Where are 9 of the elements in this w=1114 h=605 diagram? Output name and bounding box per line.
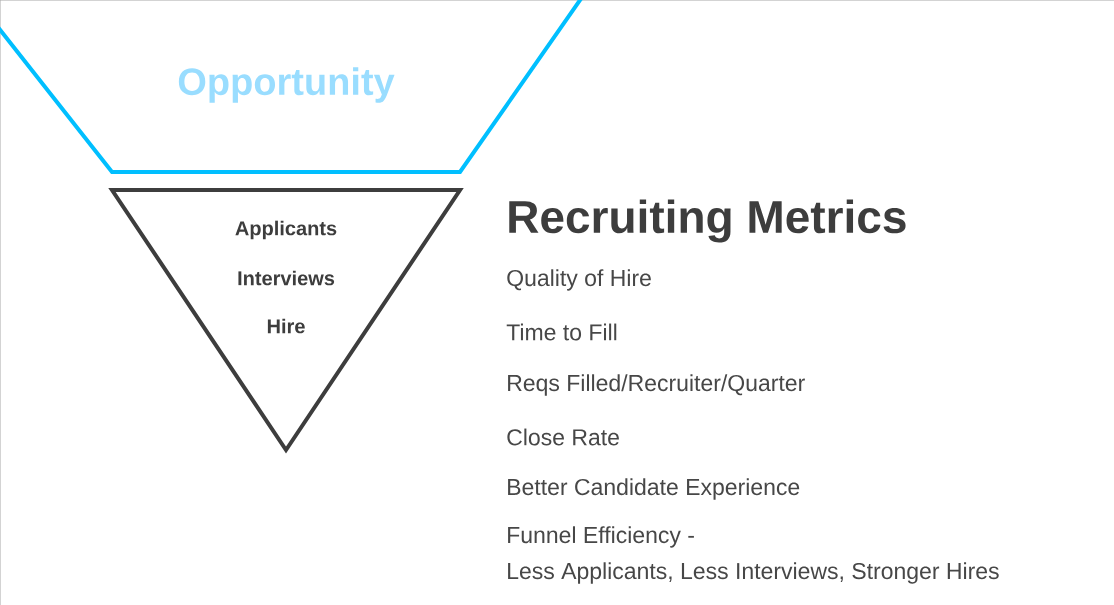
funnel-section: Opportunity	[0, 0, 610, 174]
metric-text: Time to Fill	[506, 323, 617, 341]
metric-text: Quality of Hire	[507, 269, 651, 291]
metric-text: Better Candidate Experience	[508, 478, 800, 500]
heading: Recruiting Metrics	[509, 199, 906, 243]
metric-text: Funnel Efficiency -	[508, 526, 694, 548]
metric-text: Close Rate	[507, 428, 619, 446]
metric-text: Reqs Filled/Recruiter/Quarter	[508, 374, 805, 396]
metric-text: Less Applicants, Less Interviews, Stronger Hires	[508, 562, 999, 584]
